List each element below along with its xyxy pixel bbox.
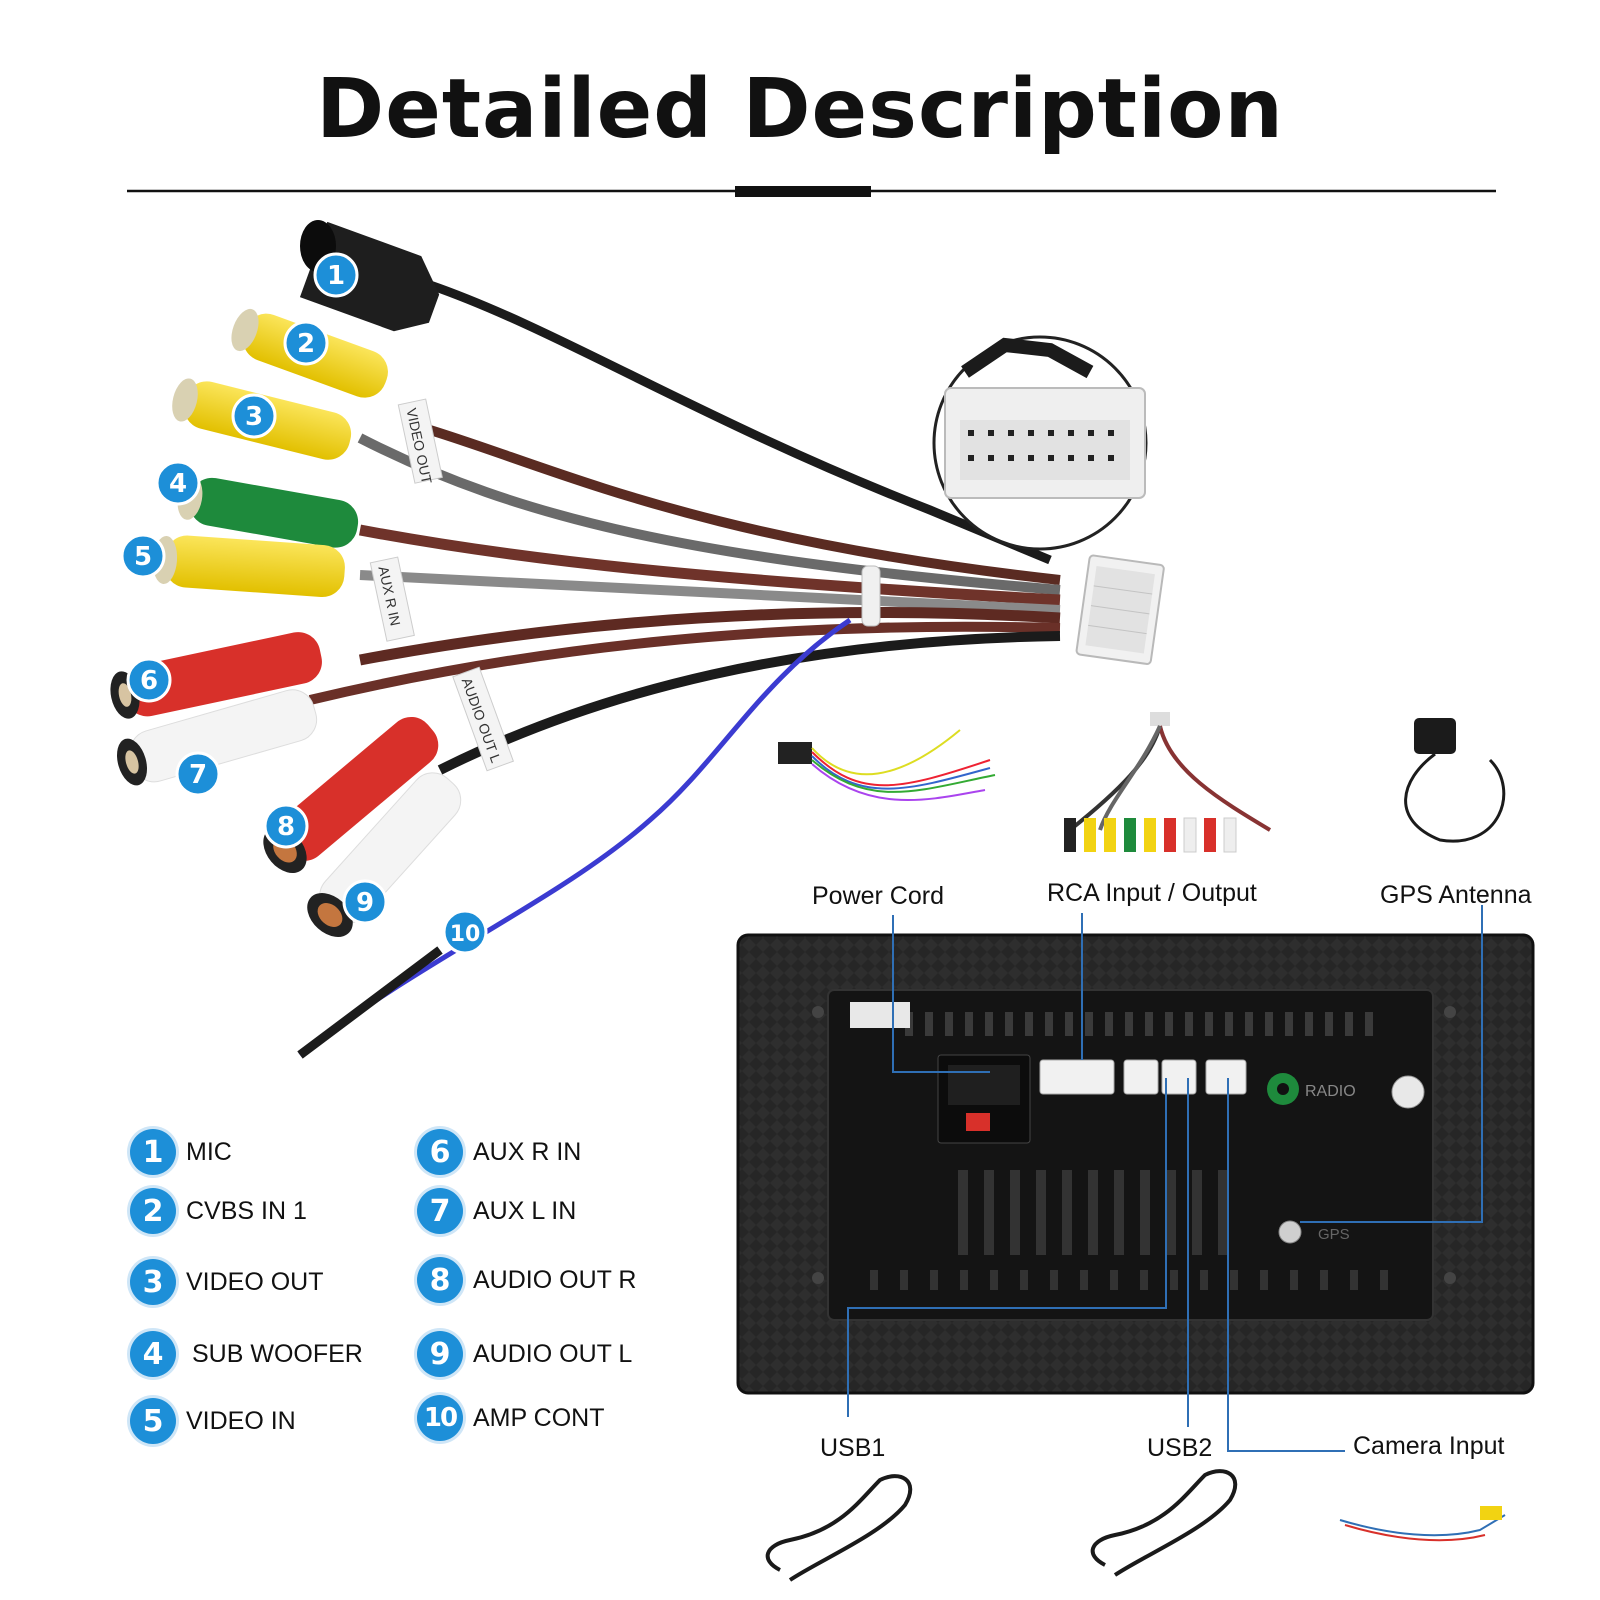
marker-4: 4	[155, 460, 201, 506]
camera-input-cable	[1339, 1506, 1506, 1542]
legend-label: SUB WOOFER	[192, 1339, 363, 1368]
connector-closeup-inset	[932, 335, 1148, 551]
svg-text:2: 2	[297, 329, 315, 359]
legend-item-video-in: 5 VIDEO IN	[130, 1398, 296, 1444]
marker-1: 1	[313, 252, 359, 298]
legend-badge: 7	[417, 1188, 463, 1234]
legend-item-video-out: 3 VIDEO OUT	[130, 1259, 324, 1305]
svg-text:10: 10	[450, 922, 481, 947]
svg-text:3: 3	[245, 402, 263, 432]
leader-lines	[847, 905, 1483, 1452]
legend-item-cvbs-in-1: 2 CVBS IN 1	[130, 1188, 307, 1234]
legend-label: AUDIO OUT R	[473, 1265, 637, 1294]
marker-9: 9	[342, 879, 388, 925]
legend-item-aux-r-in: 6 AUX R IN	[417, 1129, 581, 1175]
wire-harness: VIDEO OUT AUX R IN AUDIO OUT L	[110, 220, 1165, 1059]
label-usb1: USB1	[820, 1434, 886, 1462]
marker-6: 6	[126, 657, 172, 703]
svg-text:5: 5	[134, 542, 152, 572]
marker-3: 3	[231, 393, 277, 439]
label-power-cord: Power Cord	[812, 882, 944, 910]
legend-item-audio-out-r: 8 AUDIO OUT R	[417, 1257, 636, 1303]
svg-text:7: 7	[189, 760, 207, 790]
legend-badge: 1	[130, 1129, 176, 1175]
svg-text:9: 9	[356, 888, 374, 918]
marker-5: 5	[120, 533, 166, 579]
label-camera-input: Camera Input	[1353, 1432, 1505, 1460]
legend-label: CVBS IN 1	[186, 1196, 307, 1225]
page-title: Detailed Description	[316, 62, 1284, 157]
svg-text:6: 6	[140, 666, 158, 696]
label-usb2: USB2	[1147, 1434, 1213, 1462]
legend-badge: 10	[417, 1395, 463, 1441]
legend-item-amp-cont: 10 AMP CONT	[417, 1395, 605, 1441]
radio-socket-label: RADIO	[1305, 1083, 1356, 1100]
header-divider	[127, 186, 1496, 197]
legend-badge: 9	[417, 1331, 463, 1377]
legend-badge: 5	[130, 1398, 176, 1444]
legend-badge: 4	[130, 1331, 176, 1377]
legend-item-mic: 1 MIC	[130, 1129, 232, 1175]
usb2-cable	[1090, 1469, 1238, 1577]
label-rca-input-output: RCA Input / Output	[1047, 879, 1257, 907]
legend-badge: 8	[417, 1257, 463, 1303]
legend-label: VIDEO OUT	[186, 1267, 324, 1296]
legend-badge: 2	[130, 1188, 176, 1234]
legend-label: AMP CONT	[473, 1403, 605, 1432]
marker-7: 7	[175, 751, 221, 797]
svg-text:8: 8	[277, 812, 295, 842]
legend-label: AUX L IN	[473, 1196, 577, 1225]
legend-label: AUDIO OUT L	[473, 1339, 633, 1368]
legend-badge: 6	[417, 1129, 463, 1175]
marker-2: 2	[283, 320, 329, 366]
marker-8: 8	[263, 803, 309, 849]
gps-antenna-thumbnail	[1404, 718, 1506, 843]
svg-text:1: 1	[327, 261, 345, 291]
legend-item-sub-woofer: 4 SUB WOOFER	[130, 1331, 363, 1377]
svg-text:4: 4	[169, 469, 187, 499]
legend-label: AUX R IN	[473, 1137, 582, 1166]
head-unit-back: RADIO GPS	[736, 933, 1535, 1395]
legend-item-aux-l-in: 7 AUX L IN	[417, 1188, 576, 1234]
marker-10: 10	[442, 909, 488, 955]
rca-cable-thumbnail	[1064, 712, 1272, 853]
usb1-cable	[765, 1474, 913, 1582]
legend-label: MIC	[186, 1137, 232, 1166]
connector-7-white	[117, 689, 318, 786]
label-gps-antenna: GPS Antenna	[1380, 881, 1532, 909]
legend-badge: 3	[130, 1259, 176, 1305]
legend-label: VIDEO IN	[186, 1406, 296, 1435]
gps-socket-label: GPS	[1318, 1226, 1350, 1243]
power-cord-thumbnail	[778, 729, 996, 802]
legend-item-audio-out-l: 9 AUDIO OUT L	[417, 1331, 632, 1377]
